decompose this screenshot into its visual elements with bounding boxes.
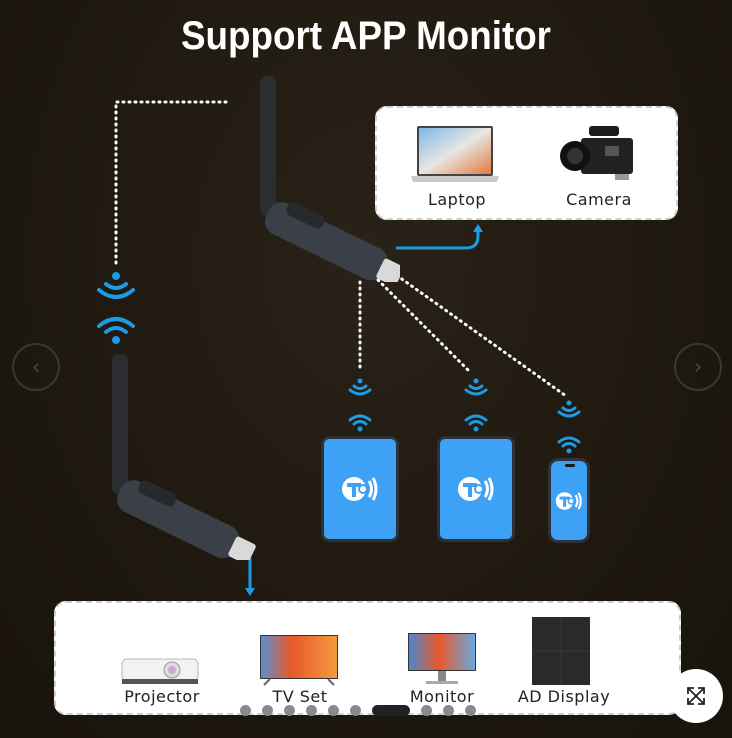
carousel-dot[interactable]	[306, 704, 317, 716]
tablet-device	[321, 436, 399, 542]
arrow-to-top-panel	[396, 230, 480, 250]
tv-icon	[260, 635, 338, 686]
carousel-prev-button[interactable]: ‹	[12, 343, 60, 391]
device-label-laptop: Laptop	[427, 190, 487, 209]
carousel-dot[interactable]	[328, 704, 339, 716]
wireless-dongle-transmitter	[260, 76, 400, 282]
wifi-icon	[97, 317, 135, 344]
fullscreen-button[interactable]	[669, 669, 723, 723]
camera-icon	[560, 126, 633, 180]
arrow-head-down	[245, 588, 255, 596]
app-logo-icon	[342, 477, 378, 501]
carousel-dot[interactable]	[240, 704, 251, 716]
wifi-signal-icon	[348, 378, 372, 396]
carousel-dot[interactable]	[465, 704, 476, 716]
phone-device	[548, 458, 590, 543]
device-label-projector: Projector	[124, 687, 200, 706]
app-logo-icon	[555, 491, 582, 510]
wifi-signal-icon	[464, 378, 488, 396]
monitor-icon	[408, 633, 476, 684]
wifi-icon	[464, 414, 488, 432]
carousel-next-button[interactable]: ›	[674, 343, 722, 391]
page-title: Support APP Monitor	[180, 14, 552, 58]
carousel-pagination	[240, 704, 476, 716]
device-label-camera: Camera	[566, 190, 632, 209]
dotted-link-left	[114, 100, 228, 270]
projector-icon	[121, 658, 199, 684]
device-label-ad-display: AD Display	[517, 687, 611, 706]
laptop-icon	[411, 126, 499, 182]
dotted-link-tablet-2	[376, 278, 472, 374]
carousel-dot-active[interactable]	[372, 704, 410, 716]
source-devices-panel: Laptop Camera	[375, 106, 678, 220]
carousel-dot[interactable]	[443, 704, 454, 716]
app-logo-icon	[458, 477, 494, 501]
arrow-head-up	[473, 224, 483, 232]
carousel-dot[interactable]	[350, 704, 361, 716]
chevron-right-icon: ›	[693, 354, 703, 380]
display-devices-panel: Projector TV Set Monitor AD Display	[54, 601, 681, 715]
wireless-dongle-receiver	[112, 354, 256, 560]
dotted-link-phone	[390, 270, 568, 398]
phone-notch	[565, 464, 575, 467]
wifi-icon	[557, 436, 581, 454]
wifi-icon	[348, 414, 372, 432]
tablet-device	[437, 436, 515, 542]
wifi-signal-icon	[97, 272, 135, 299]
carousel-dot[interactable]	[262, 704, 273, 716]
ad-display-icon	[532, 617, 590, 685]
wifi-signal-icon	[557, 400, 581, 418]
device-label-monitor: Monitor	[409, 687, 475, 706]
expand-icon	[687, 687, 705, 705]
carousel-dot[interactable]	[421, 704, 432, 716]
chevron-left-icon: ‹	[31, 354, 41, 380]
device-label-tv-set: TV Set	[272, 687, 328, 706]
carousel-dot[interactable]	[284, 704, 295, 716]
